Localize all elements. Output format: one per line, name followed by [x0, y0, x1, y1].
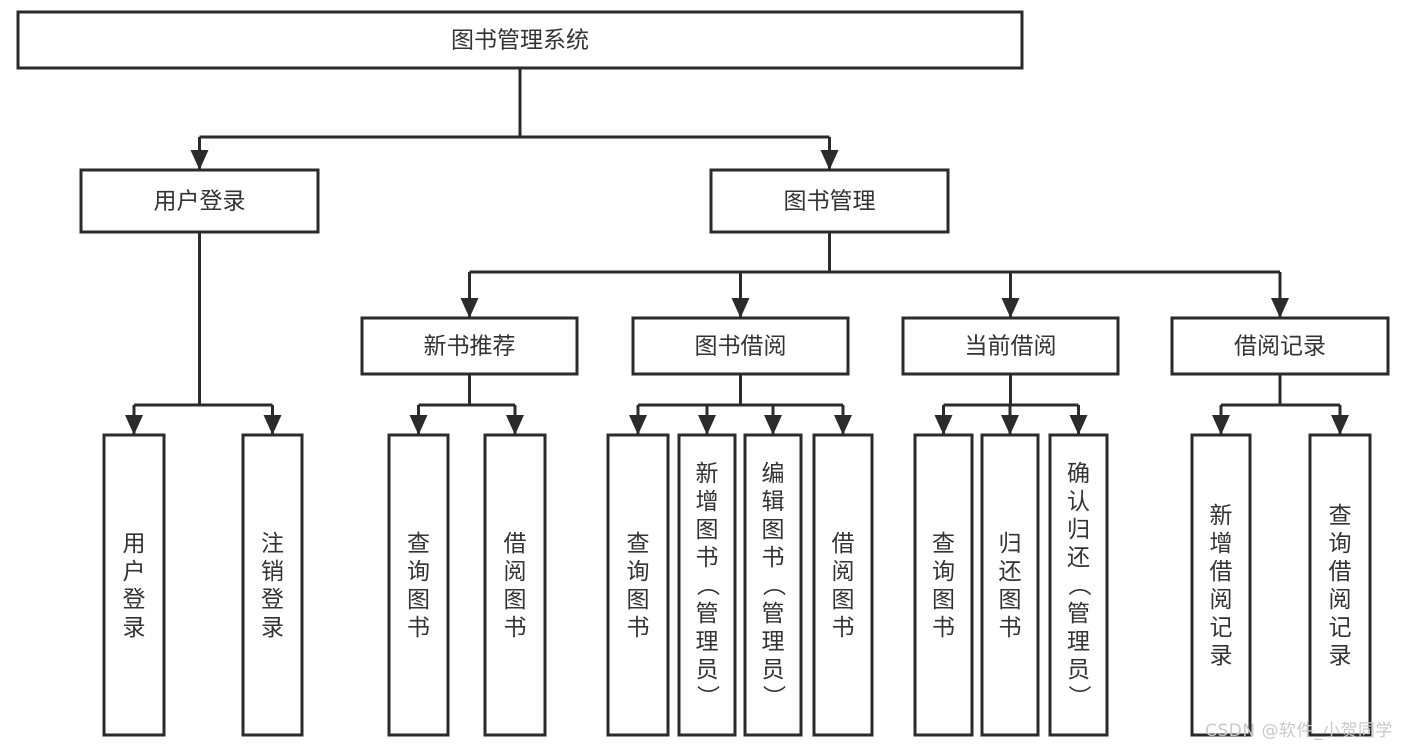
- book-borrow-leaves-arrow-1: [698, 415, 716, 435]
- node-layer: 图书管理系统用户登录图书管理新书推荐图书借阅当前借阅借阅记录用户登录注销登录查询…: [16, 10, 1390, 737]
- node-leaf-confirm-return-box: [1048, 433, 1109, 737]
- node-leaf-logout[interactable]: 注销登录: [241, 433, 304, 737]
- book-borrow-leaves-arrow-3: [834, 415, 852, 435]
- node-leaf-borrow-book-new[interactable]: 借阅图书: [483, 433, 547, 737]
- node-leaf-user-login-label: 用户登录: [123, 531, 146, 641]
- node-book-management-box: [709, 168, 950, 234]
- node-leaf-add-book-label: 新增图书（管理员）: [696, 461, 721, 711]
- book-management-arrow-0: [460, 298, 479, 318]
- node-leaf-add-record[interactable]: 新增借阅记录: [1190, 433, 1252, 737]
- node-leaf-query-book-new[interactable]: 查询图书: [387, 433, 450, 737]
- node-leaf-query-book-new-label: 查询图书: [407, 531, 430, 641]
- node-leaf-query-record-box: [1308, 433, 1372, 737]
- user-login-leaves-arrow-0: [125, 415, 143, 435]
- node-user-login[interactable]: 用户登录: [79, 168, 320, 234]
- node-borrow-record[interactable]: 借阅记录: [1170, 316, 1390, 376]
- node-leaf-confirm-return-label: 确认归还（管理员）: [1067, 461, 1092, 711]
- node-leaf-edit-book-label: 编辑图书（管理员）: [762, 461, 787, 711]
- node-leaf-user-login[interactable]: 用户登录: [102, 433, 166, 737]
- user-login-leaves-arrow-1: [263, 415, 282, 435]
- node-leaf-borrow-book-new-label: 借阅图书: [504, 531, 527, 641]
- node-leaf-user-login-box: [102, 433, 166, 737]
- node-book-borrow[interactable]: 图书借阅: [631, 316, 850, 376]
- node-new-book-recommend[interactable]: 新书推荐: [360, 316, 579, 376]
- node-leaf-query-book-borrow-box: [606, 433, 670, 737]
- book-borrow-leaves-arrow-2: [764, 415, 782, 435]
- node-leaf-edit-book-box: [743, 433, 803, 737]
- node-leaf-add-record-label: 新增借阅记录: [1210, 503, 1233, 669]
- current-borrow-leaves-arrow-1: [1001, 415, 1019, 435]
- node-leaf-add-record-box: [1190, 433, 1252, 737]
- node-leaf-query-book-borrow[interactable]: 查询图书: [606, 433, 670, 737]
- node-leaf-logout-box: [241, 433, 304, 737]
- node-leaf-borrow-book-label: 借阅图书: [832, 531, 855, 641]
- node-leaf-confirm-return[interactable]: 确认归还（管理员）: [1048, 433, 1109, 737]
- book-borrow-leaves-arrow-0: [629, 415, 647, 435]
- node-leaf-add-book[interactable]: 新增图书（管理员）: [677, 433, 737, 737]
- borrow-record-leaves-arrow-0: [1212, 415, 1230, 435]
- node-book-borrow-label: 图书借阅: [695, 334, 787, 360]
- watermark-text: CSDN @软件_小贺同学: [1205, 721, 1393, 741]
- node-leaf-borrow-book-box: [812, 433, 874, 737]
- node-new-book-recommend-label: 新书推荐: [424, 334, 516, 360]
- node-leaf-query-record-label: 查询借阅记录: [1329, 503, 1352, 669]
- node-root-system[interactable]: 图书管理系统: [16, 10, 1024, 70]
- node-book-management[interactable]: 图书管理: [709, 168, 950, 234]
- node-current-borrow-box: [901, 316, 1120, 376]
- node-leaf-query-book-current-label: 查询图书: [932, 531, 955, 641]
- node-root-system-label: 图书管理系统: [451, 28, 589, 54]
- node-book-management-label: 图书管理: [784, 189, 876, 215]
- current-borrow-leaves-arrow-0: [934, 415, 953, 435]
- node-leaf-logout-label: 注销登录: [261, 531, 284, 641]
- node-user-login-label: 用户登录: [154, 189, 246, 215]
- node-borrow-record-box: [1170, 316, 1390, 376]
- node-leaf-edit-book[interactable]: 编辑图书（管理员）: [743, 433, 803, 737]
- node-current-borrow-label: 当前借阅: [965, 334, 1057, 360]
- book-management-arrow-2: [1001, 298, 1020, 318]
- node-leaf-query-book-borrow-label: 查询图书: [627, 531, 650, 641]
- node-root-system-box: [16, 10, 1024, 70]
- node-leaf-query-record[interactable]: 查询借阅记录: [1308, 433, 1372, 737]
- node-leaf-query-book-new-box: [387, 433, 450, 737]
- connector-layer: [125, 68, 1349, 435]
- node-user-login-box: [79, 168, 320, 234]
- node-leaf-return-book-label: 归还图书: [999, 531, 1022, 641]
- root-arrow-1: [820, 150, 839, 170]
- node-new-book-recommend-box: [360, 316, 579, 376]
- new-book-recommend-leaves-arrow-0: [409, 415, 428, 435]
- node-leaf-return-book[interactable]: 归还图书: [980, 433, 1040, 737]
- node-leaf-borrow-book-new-box: [483, 433, 547, 737]
- node-leaf-borrow-book[interactable]: 借阅图书: [812, 433, 874, 737]
- node-leaf-query-book-current[interactable]: 查询图书: [913, 433, 974, 737]
- node-leaf-query-book-current-box: [913, 433, 974, 737]
- new-book-recommend-leaves-arrow-1: [506, 415, 524, 435]
- book-management-arrow-1: [731, 298, 750, 318]
- node-leaf-add-book-box: [677, 433, 737, 737]
- node-book-borrow-box: [631, 316, 850, 376]
- book-management-arrow-3: [1271, 298, 1289, 318]
- node-leaf-return-book-box: [980, 433, 1040, 737]
- borrow-record-leaves-arrow-1: [1331, 415, 1349, 435]
- node-borrow-record-label: 借阅记录: [1234, 334, 1326, 360]
- root-arrow-0: [190, 150, 209, 170]
- current-borrow-leaves-arrow-2: [1069, 415, 1088, 435]
- node-current-borrow[interactable]: 当前借阅: [901, 316, 1120, 376]
